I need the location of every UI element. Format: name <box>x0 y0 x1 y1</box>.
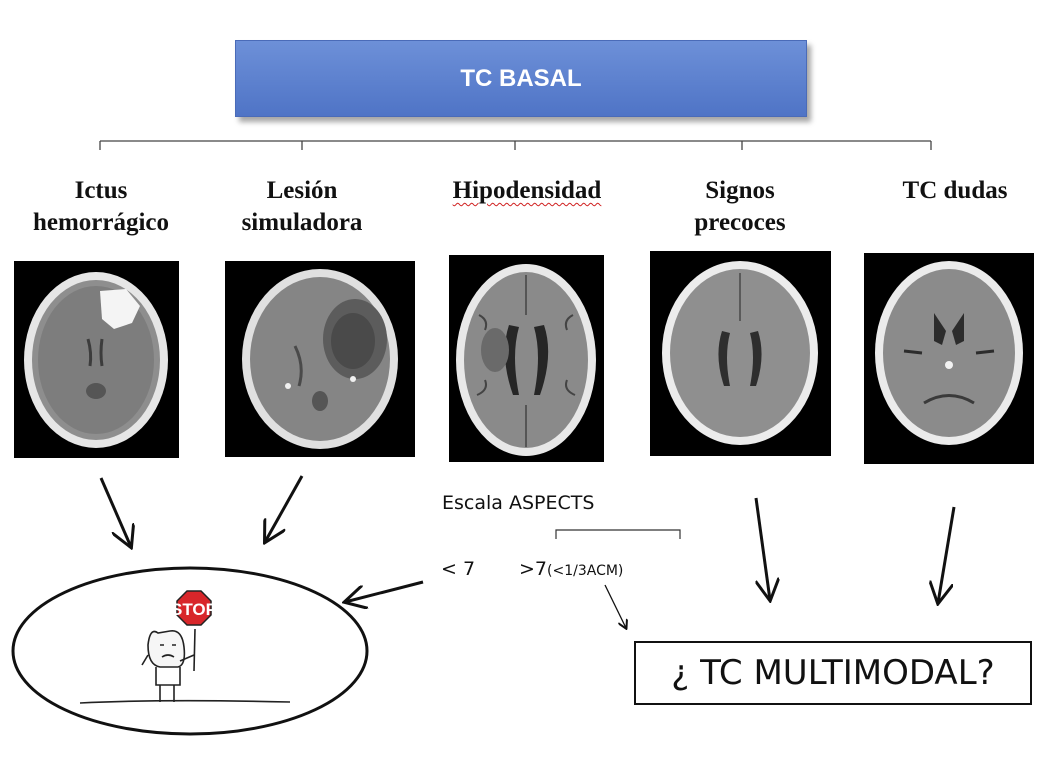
arrow-high-aspects <box>604 584 626 628</box>
ct-scan-simuladora <box>225 261 415 457</box>
ct-scan-hemorragico <box>14 261 179 458</box>
aspects-high-wrap: >7(<1/3ACM) <box>519 558 623 580</box>
category-simuladora: Lesión simuladora <box>241 177 363 236</box>
aspects-high: >7 <box>519 558 548 580</box>
aspects-high-note: (<1/3ACM) <box>547 563 624 579</box>
tc-basal-title: TC BASAL <box>460 64 582 92</box>
category-precoces: Signos precoces <box>694 177 786 236</box>
arrow-precoces <box>754 497 770 600</box>
aspects-low: < 7 <box>441 558 476 580</box>
aspects-label: Escala ASPECTS <box>442 492 595 514</box>
category-dudas: TC dudas <box>902 177 1008 204</box>
ct-scan-hipodensidad <box>449 255 604 462</box>
stop-sign-text: STOP <box>171 600 217 619</box>
category-hemorragico: Ictus hemorrágico <box>32 177 170 236</box>
aspects-bracket <box>555 529 681 539</box>
stop-ellipse: STOP <box>10 565 370 737</box>
bracket-connector <box>99 140 932 150</box>
category-hipodensidad: Hipodensidad <box>452 177 602 204</box>
arrow-simuladora <box>265 475 304 542</box>
tc-basal-box: TC BASAL <box>235 40 807 117</box>
stop-figure <box>79 628 291 704</box>
arrow-dudas <box>938 506 956 603</box>
ct-scan-dudas <box>864 253 1034 464</box>
arrow-hemorragico <box>99 477 131 547</box>
ct-scan-precoces <box>650 251 831 456</box>
arrow-low-aspects <box>345 580 424 602</box>
tc-multimodal-box: ¿ TC MULTIMODAL? <box>634 641 1032 705</box>
tc-multimodal-text: ¿ TC MULTIMODAL? <box>671 653 995 693</box>
stop-sign-icon <box>176 590 212 626</box>
